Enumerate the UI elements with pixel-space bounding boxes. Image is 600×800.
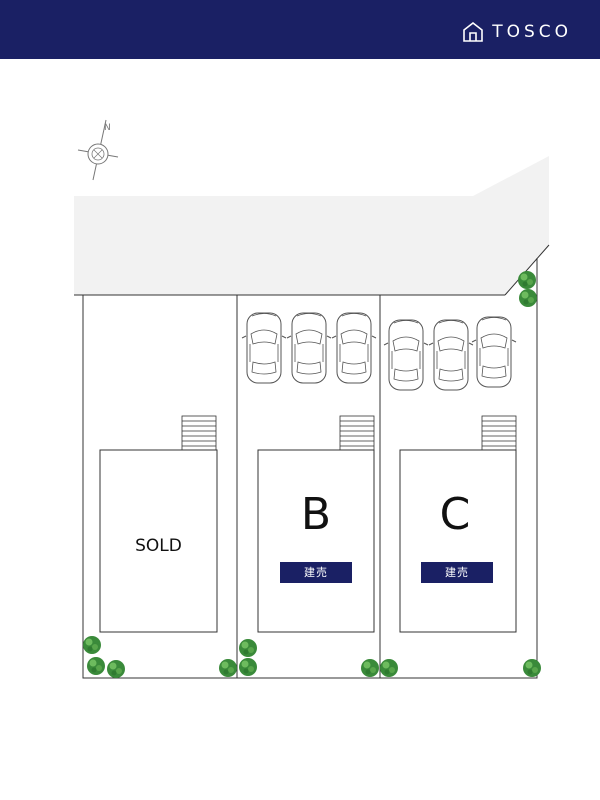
house-outline-icon bbox=[463, 22, 483, 42]
house-b bbox=[257, 415, 375, 633]
lot-a-status: SOLD bbox=[135, 536, 182, 556]
lot-b-letter: B bbox=[300, 489, 332, 540]
house-c bbox=[399, 415, 517, 633]
road bbox=[74, 156, 549, 295]
parking-lot-b bbox=[241, 312, 377, 384]
lot-c-badge: 建売 bbox=[421, 562, 493, 583]
lot-boundaries bbox=[82, 258, 538, 679]
house-a bbox=[99, 415, 218, 633]
parking-lot-c bbox=[383, 316, 517, 391]
brand-logo[interactable]: TOSCO bbox=[462, 22, 572, 42]
compass-north-label: N bbox=[104, 123, 111, 133]
north-arrow-icon: N bbox=[77, 119, 119, 181]
lot-b-badge: 建売 bbox=[280, 562, 352, 583]
header-bar: TOSCO bbox=[0, 0, 600, 59]
lot-c-letter: C bbox=[439, 489, 471, 540]
brand-name: TOSCO bbox=[492, 22, 572, 42]
